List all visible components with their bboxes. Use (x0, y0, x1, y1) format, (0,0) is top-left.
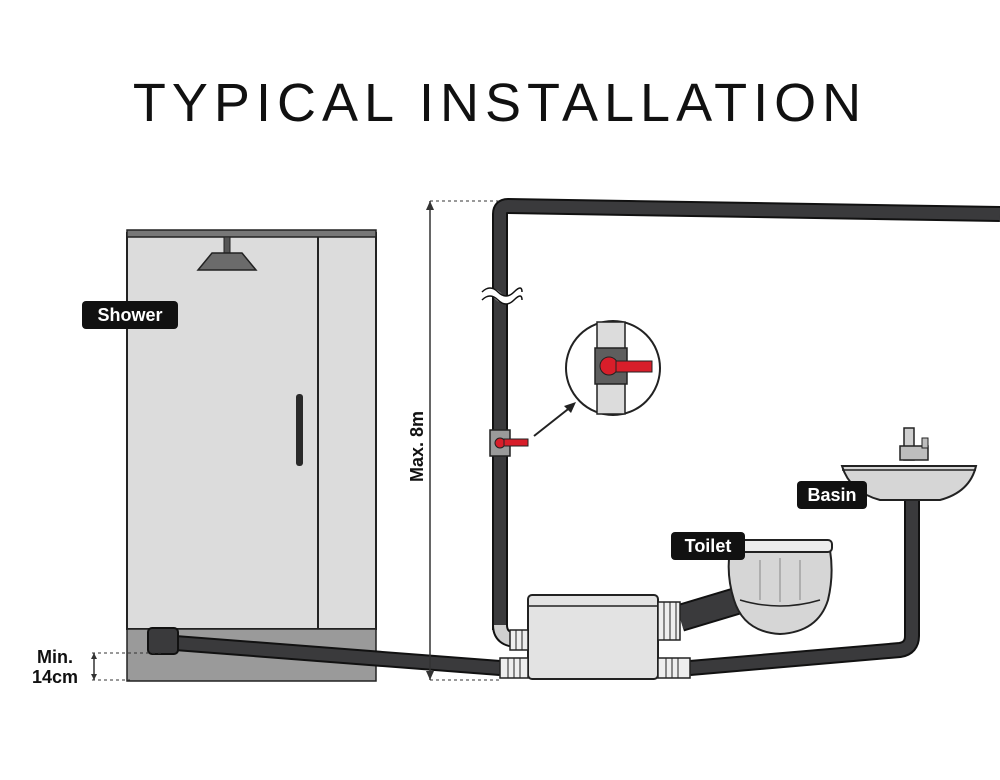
shower-door-handle (296, 394, 303, 466)
shower-label-badge: Shower (82, 301, 178, 329)
macerator-pump-unit (499, 594, 691, 680)
max-height-label: Max. 8m (407, 411, 427, 482)
fitting-right-top (657, 601, 681, 641)
basin-label-badge: Basin (797, 481, 867, 509)
faucet-icon (899, 427, 929, 461)
min-height-label-line1: Min. (37, 647, 73, 667)
valve-detail-magnifier (565, 320, 661, 416)
shower-cabinet (126, 229, 377, 682)
fitting-left-top (509, 629, 529, 651)
toilet-label-badge: Toilet (671, 532, 745, 560)
fitting-right-bottom (657, 657, 691, 679)
shower-label: Shower (97, 305, 162, 325)
check-valve-icon (489, 429, 529, 457)
toilet-label: Toilet (685, 536, 732, 556)
toilet-icon (723, 539, 833, 636)
discharge-pipe (479, 198, 1000, 648)
shower-head-icon (196, 236, 258, 271)
basin-drain-pipe (689, 500, 920, 676)
basin-label: Basin (807, 485, 856, 505)
shower-drain-pipe (147, 627, 501, 676)
min-height-dimension (91, 652, 162, 681)
page-title: TYPICAL INSTALLATION (132, 73, 868, 133)
max-height-dimension (426, 200, 500, 681)
arrow-icon (533, 402, 576, 437)
min-height-label-line2: 14cm (32, 667, 78, 687)
fitting-left-bottom (499, 657, 529, 679)
toilet-connector-pipe (675, 586, 745, 632)
